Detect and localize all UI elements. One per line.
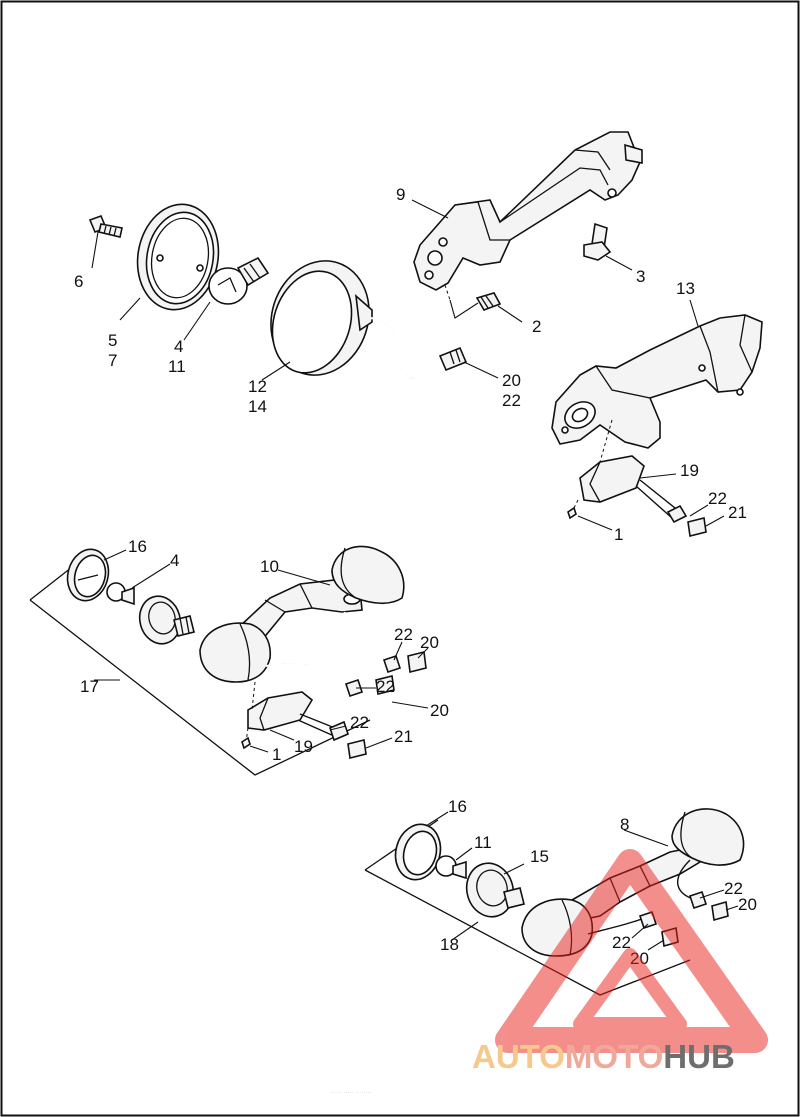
footer-text: ······ ····· ········ [330, 1090, 371, 1096]
callout-16-bottom: 16 [448, 797, 467, 816]
callout-12: 12 [248, 377, 267, 396]
callout-16-mid: 16 [128, 537, 147, 556]
callout-15: 15 [530, 847, 549, 866]
callout-20-mid-a: 20 [420, 633, 439, 652]
socket-mid [138, 595, 195, 645]
dashed-align-1 [571, 499, 579, 513]
bulb-bottom [435, 855, 467, 880]
screw-6 [88, 214, 123, 238]
callout-11-bottom: 11 [474, 833, 492, 852]
lamp-top [270, 260, 373, 376]
callout-17: 17 [80, 677, 99, 696]
callout-22-bottom-a: 22 [724, 879, 743, 898]
dashed-align-19 [599, 419, 613, 463]
wires-mid [265, 611, 427, 698]
screw-2 [475, 292, 502, 311]
callout-18: 18 [440, 935, 459, 954]
wire-lamp-top [369, 317, 468, 380]
callout-22-mid-b: 22 [376, 677, 395, 696]
wire-19-top [635, 479, 707, 537]
bolt-3 [583, 222, 612, 261]
callout-22-top: 22 [502, 391, 521, 410]
lamp-8-right [671, 808, 745, 866]
lens-16-mid [66, 548, 110, 602]
callout-8: 8 [620, 815, 629, 834]
leader-lines [91, 199, 739, 951]
rear-bracket [551, 314, 763, 449]
callout-21-top: 21 [728, 503, 747, 522]
callout-6: 6 [74, 272, 83, 291]
callout-5: 5 [108, 331, 117, 350]
callout-1-mid: 1 [272, 745, 281, 764]
bulb-top [208, 256, 270, 305]
lamp-10-right [331, 545, 405, 605]
callout-4-top: 4 [174, 337, 183, 356]
callout-21-mid: 21 [394, 727, 413, 746]
lamp-10-left [199, 622, 272, 683]
callout-4-mid: 4 [170, 551, 179, 570]
lens-16-bottom [394, 823, 442, 881]
callout-19-top: 19 [680, 461, 699, 480]
callout-20-mid-b: 20 [430, 701, 449, 720]
screw-1-mid [241, 736, 251, 750]
callout-10: 10 [260, 557, 279, 576]
callout-7: 7 [108, 351, 117, 370]
front-bracket [413, 131, 643, 291]
callout-22-mid-a: 22 [394, 625, 413, 644]
callout-11-top: 11 [168, 357, 186, 376]
lamp-19-mid [247, 691, 367, 759]
callout-9: 9 [396, 185, 405, 204]
callout-14: 14 [248, 397, 267, 416]
dashed-align-mid [251, 681, 256, 711]
callout-20-top: 20 [502, 371, 521, 390]
watermark-logo [495, 849, 768, 1053]
callout-19-mid: 19 [294, 737, 313, 756]
callout-3: 3 [636, 267, 645, 286]
trim-ring [136, 203, 220, 311]
callout-22-bottom-b: 22 [612, 933, 631, 952]
dashed-align-1-mid [245, 727, 249, 743]
callout-2: 2 [532, 317, 541, 336]
callout-13: 13 [676, 279, 695, 298]
callout-22-mid-c: 22 [350, 713, 369, 732]
screw-1-top [567, 506, 577, 520]
bulb-mid [106, 582, 135, 606]
watermark-text: AUTOMOTOHUB [472, 1038, 735, 1075]
dashed-align-2 [444, 284, 451, 301]
lamp-19-top [579, 455, 645, 503]
callout-1-top: 1 [614, 525, 623, 544]
leader-2b [449, 299, 479, 319]
kit-17-bracket-bottom [29, 599, 371, 776]
callout-20-bottom-a: 20 [738, 895, 757, 914]
socket-bottom [465, 862, 525, 918]
callout-22-right: 22 [708, 489, 727, 508]
